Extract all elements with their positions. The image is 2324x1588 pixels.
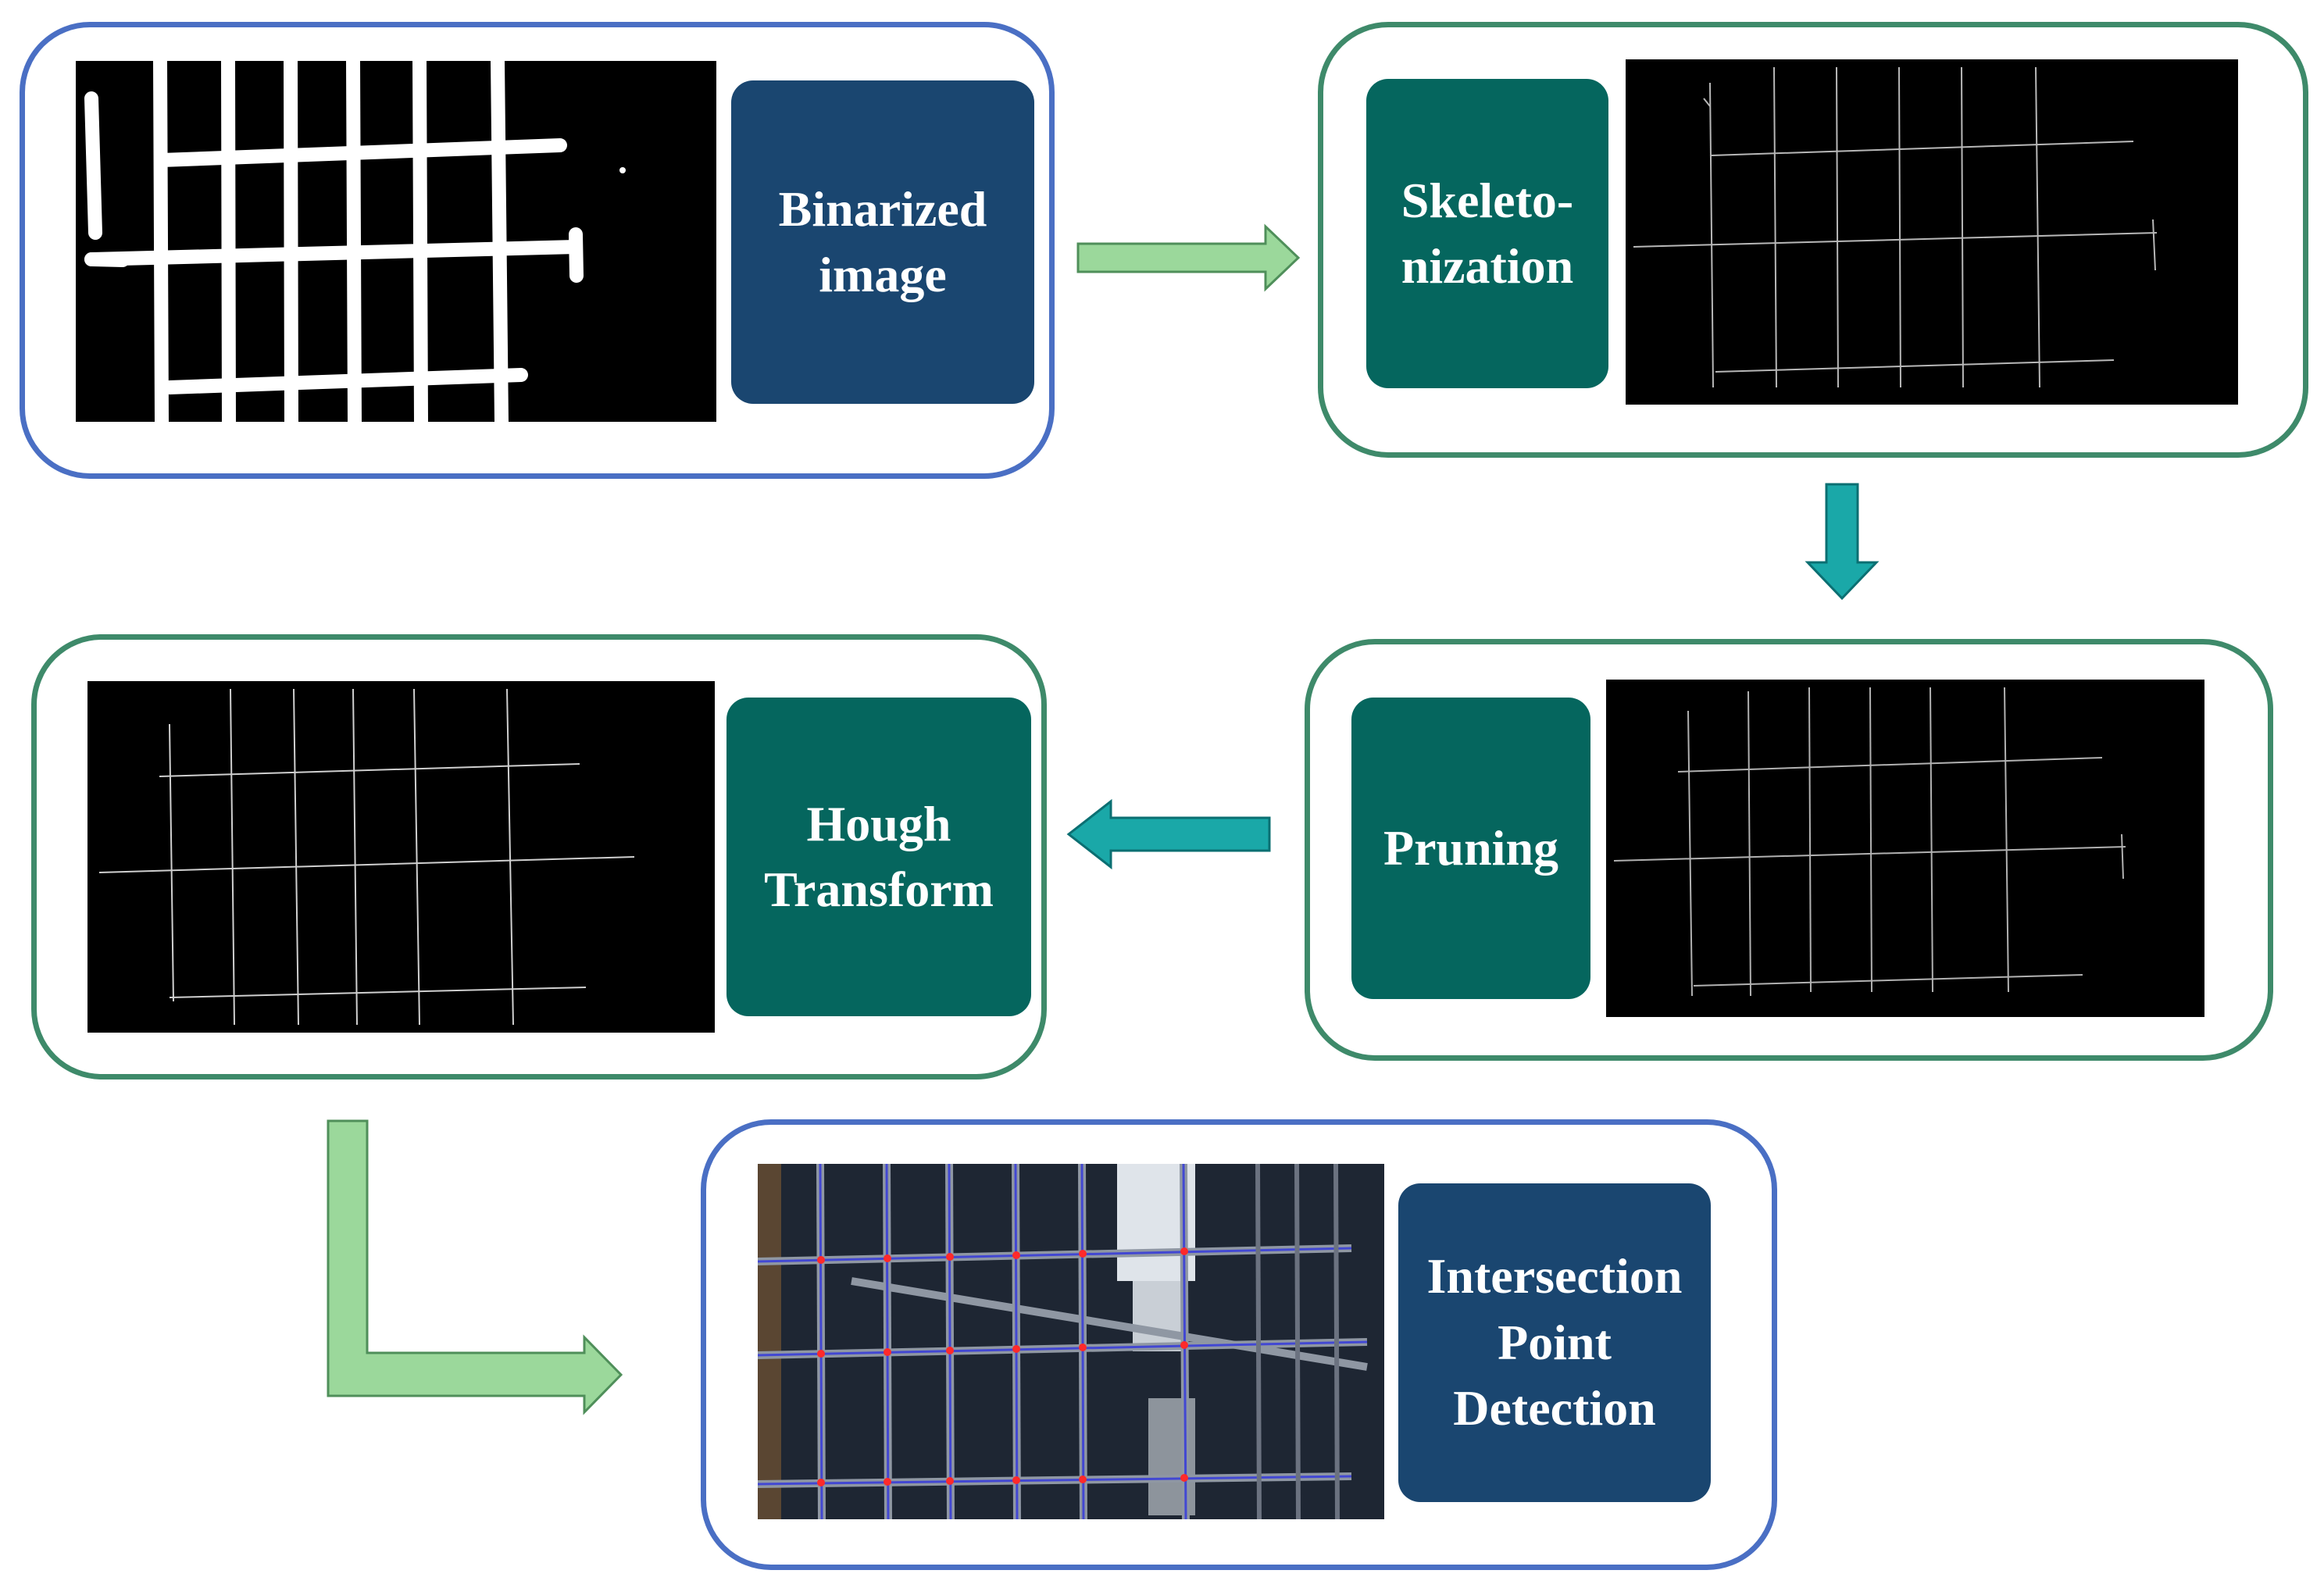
arrow-right-icon [1076, 223, 1301, 292]
intersection-photo-graphic [758, 1164, 1384, 1519]
skeletonization-label-line1: Skeleto- [1401, 172, 1574, 228]
intersection-label-line1: Intersection [1426, 1248, 1683, 1304]
intersection-label-line3: Detection [1453, 1380, 1656, 1436]
pruning-label-text: Pruning [1383, 819, 1559, 876]
binarized-label: Binarized image [731, 80, 1034, 404]
pruning-image [1606, 680, 2204, 1017]
binarized-label-line2: image [819, 247, 947, 302]
pruning-label: Pruning [1351, 698, 1590, 999]
arrow-down-icon [1805, 483, 1880, 601]
skeleton-image [1626, 59, 2238, 405]
binarized-grid-graphic [84, 61, 626, 422]
hough-grid-graphic [98, 688, 635, 1026]
pruning-grid-graphic [1613, 687, 2126, 997]
binarized-label-line1: Binarized [778, 180, 987, 237]
hough-image [87, 681, 715, 1033]
intersection-label-line2: Point [1498, 1314, 1612, 1370]
intersection-label: Intersection Point Detection [1398, 1183, 1711, 1502]
binarized-image [76, 61, 716, 422]
arrow-left-icon [1066, 798, 1271, 870]
hough-label-line2: Transform [764, 862, 994, 917]
hough-label-line1: Hough [806, 795, 951, 851]
skeleton-grid-graphic [1633, 66, 2158, 388]
arrow-l-shaped-icon [327, 1119, 623, 1415]
skeletonization-label: Skeleto- nization [1366, 79, 1608, 388]
intersection-image [758, 1164, 1384, 1519]
skeletonization-label-line2: nization [1401, 238, 1574, 294]
hough-label: Hough Transform [726, 698, 1031, 1016]
